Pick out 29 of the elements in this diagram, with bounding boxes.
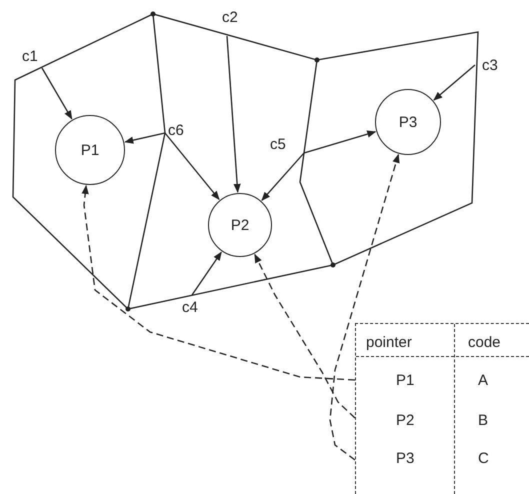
point-label: c5 (270, 136, 286, 153)
arrow (164, 132, 220, 200)
dashed-arrow (329, 154, 400, 461)
table-cell: C (478, 450, 489, 467)
arrow (124, 132, 166, 144)
point-label: c2 (222, 9, 238, 26)
point-circle: P3 (375, 89, 441, 155)
pointer-table (355, 323, 529, 494)
arrow (41, 68, 72, 120)
table-header: pointer (366, 334, 412, 351)
table-cell: P3 (396, 450, 414, 467)
table-cell: P1 (396, 372, 414, 389)
point-circle: P1 (55, 115, 125, 185)
table-cell: A (478, 372, 488, 389)
point-label: c3 (482, 57, 498, 74)
point-label: c6 (168, 122, 184, 139)
point-label: c4 (182, 299, 198, 316)
arrow (433, 64, 476, 101)
dashed-arrow (82, 184, 356, 381)
table-header: code (468, 334, 501, 351)
point-circle: P2 (208, 193, 272, 257)
table-cell: P2 (396, 412, 414, 429)
arrow (261, 152, 304, 201)
arrow (191, 251, 222, 296)
dashed-arrow (254, 254, 356, 418)
arrow (226, 36, 241, 193)
table-cell: B (478, 412, 488, 429)
point-label: c1 (22, 48, 38, 65)
arrow (304, 130, 376, 154)
